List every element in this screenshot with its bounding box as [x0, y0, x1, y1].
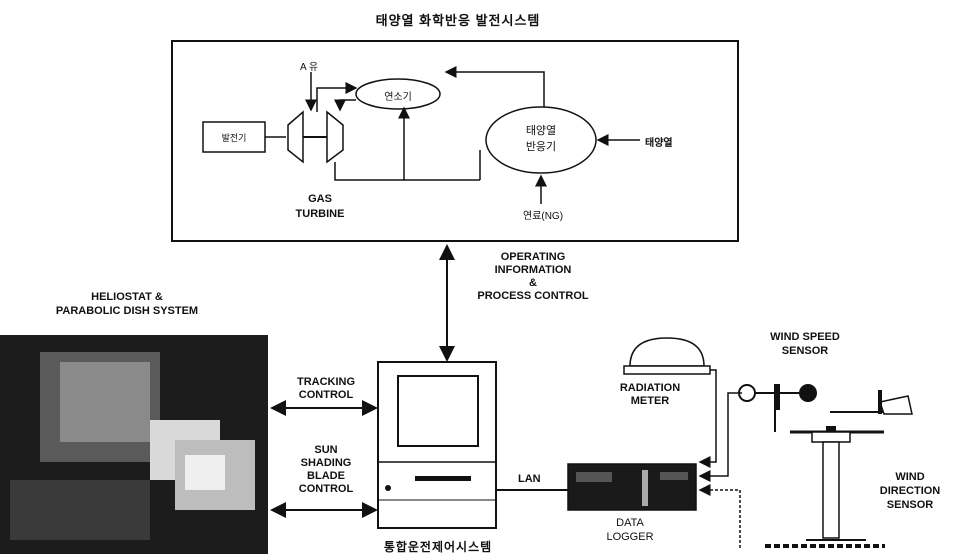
- radiation-meter-label: RADIATION METER: [619, 382, 681, 407]
- wind-direction-sensor-shape: [765, 390, 913, 548]
- data-logger-shape: [567, 463, 697, 511]
- combustor-label: 연소기: [384, 92, 412, 103]
- gas-turbine-label: GAS TURBINE: [295, 193, 345, 220]
- fuel-label: 연료(NG): [522, 211, 564, 222]
- compressor-shape: [287, 110, 304, 164]
- air-label: A 유: [300, 62, 319, 73]
- solar-heat-label: 태양열: [645, 138, 673, 149]
- reactor-shape: [485, 106, 597, 174]
- system-title: 태양열 화학반응 발전시스템: [375, 13, 541, 28]
- computer-caption: 통합운전제어시스템: [383, 540, 493, 554]
- tracking-control-label: TRACKING CONTROL: [296, 376, 356, 401]
- radiation-meter-shape: [623, 337, 711, 375]
- turbine-shape: [326, 110, 344, 164]
- process-box: [171, 40, 739, 242]
- computer-shape: [377, 361, 497, 529]
- operating-info-label: OPERATING INFORMATION & PROCESS CONTROL: [477, 251, 589, 302]
- wind-direction-label: WIND DIRECTION SENSOR: [879, 471, 941, 511]
- data-logger-label: DATA LOGGER: [606, 517, 654, 543]
- generator-box: [202, 121, 266, 153]
- wind-speed-sensor-shape: [738, 384, 817, 410]
- heliostat-photo: [0, 335, 268, 554]
- sun-shading-label: SUN SHADING BLADE CONTROL: [298, 444, 354, 495]
- heliostat-label: HELIOSTAT & PARABOLIC DISH SYSTEM: [55, 291, 199, 317]
- reactor-label: 태양열 반응기: [525, 125, 557, 153]
- lan-label: LAN: [518, 473, 541, 485]
- wind-speed-label: WIND SPEED SENSOR: [770, 331, 840, 357]
- generator-label: 발전기: [221, 133, 247, 143]
